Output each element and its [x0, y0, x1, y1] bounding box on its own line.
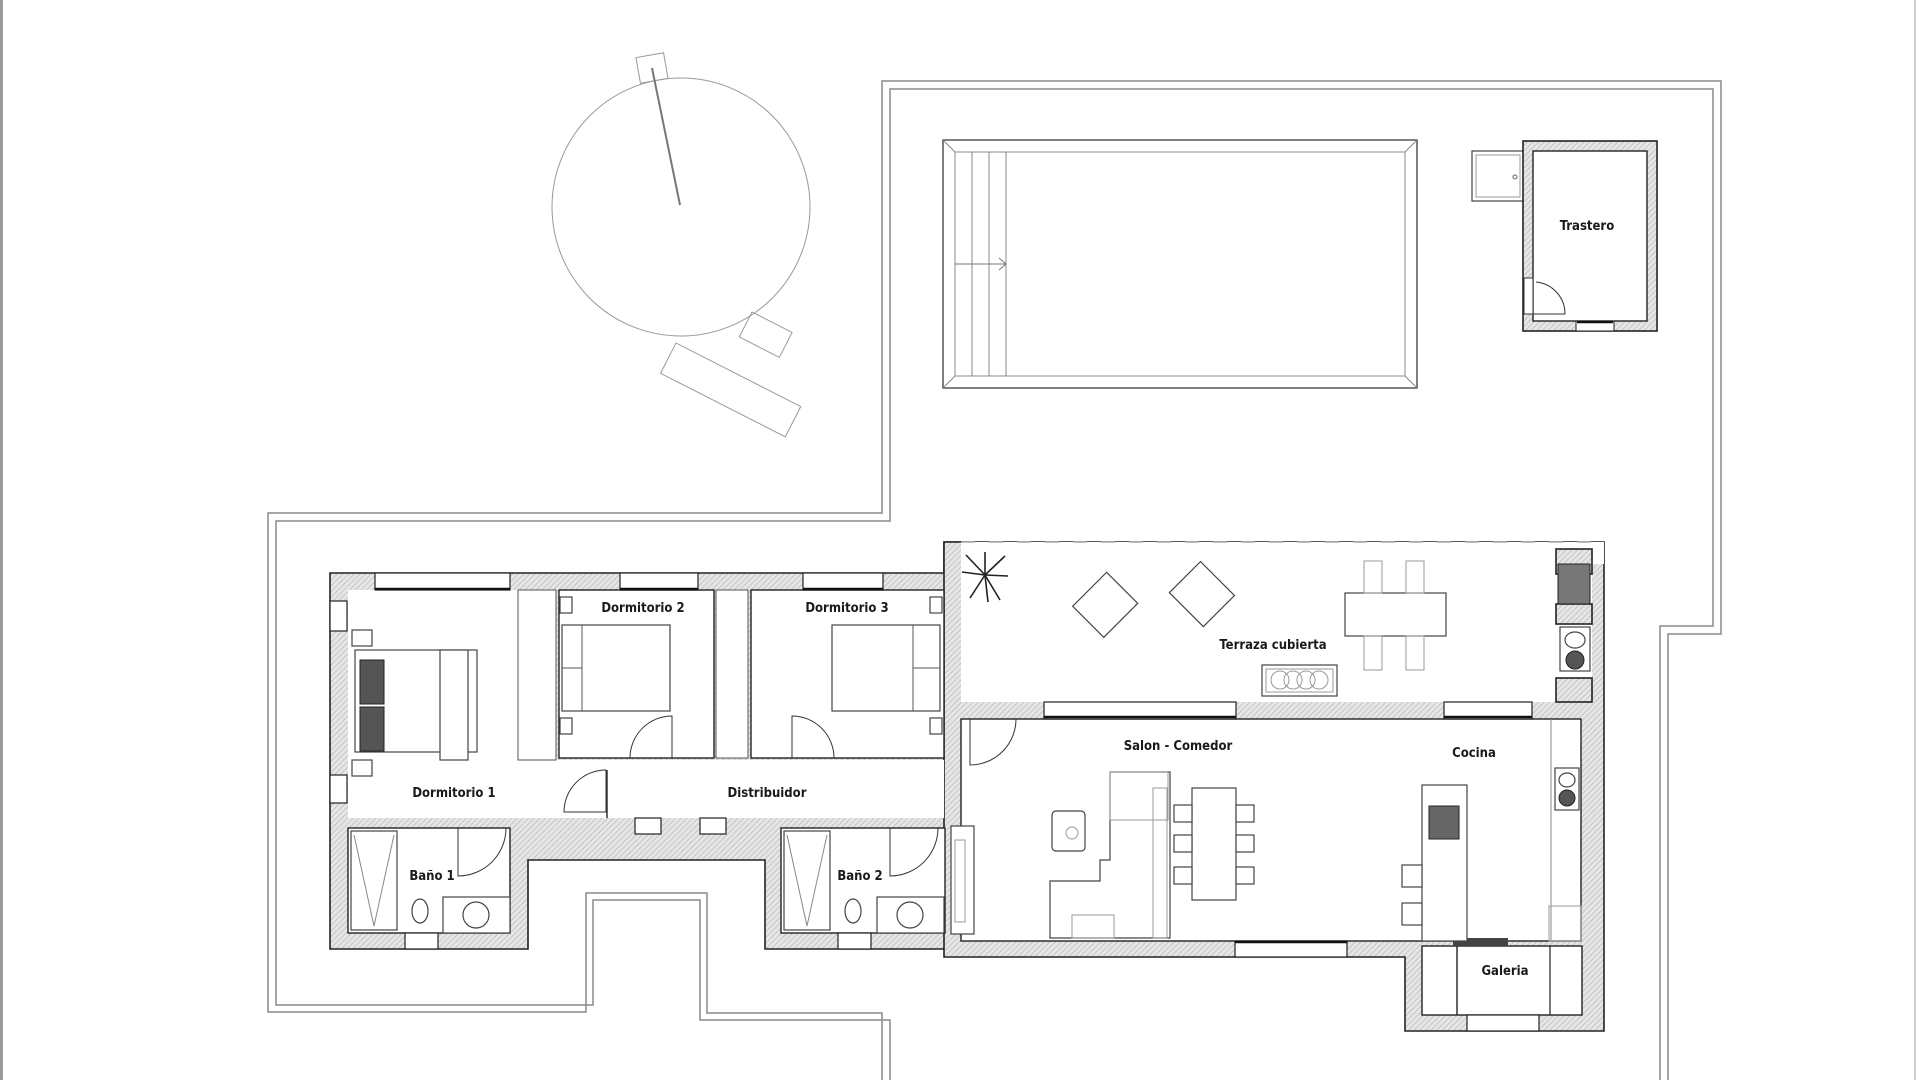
- toilet-icon: [411, 898, 429, 924]
- room-label-distribuidor: Distribuidor: [728, 786, 807, 801]
- room-label-bano-2: Baño 2: [837, 869, 882, 884]
- windows: [329, 572, 1540, 1032]
- room-label-dormitorio-3: Dormitorio 3: [805, 601, 888, 616]
- room-label-dormitorio-1: Dormitorio 1: [412, 786, 495, 801]
- shower-icon: [350, 830, 398, 931]
- double-bed-icon: [354, 649, 478, 761]
- trastero-shed: Trastero: [1471, 140, 1658, 332]
- room-label-salon: Salon - Comedor: [1124, 739, 1233, 754]
- nightstand-icon: [559, 596, 573, 614]
- sink-icon: [1559, 626, 1591, 672]
- armchair-icon: [1071, 571, 1139, 639]
- room-label-galeria: Galeria: [1481, 964, 1528, 979]
- room-label-terraza: Terraza cubierta: [1219, 638, 1326, 653]
- terrace-table-icon: [1344, 560, 1447, 671]
- sun-lounger-icon: [659, 342, 802, 438]
- sofa-icon: [1049, 771, 1171, 939]
- double-bed-icon: [831, 624, 941, 712]
- arrow-right-icon: [955, 257, 1007, 271]
- sun-lounger-icon: [738, 311, 793, 359]
- tv-unit-icon: [950, 825, 975, 935]
- coffee-table-icon: [1051, 810, 1086, 852]
- cooktop-icon: [1428, 805, 1460, 840]
- washbasin-icon: [876, 896, 945, 934]
- sink-icon: [1554, 767, 1580, 811]
- parasol-icon: [551, 52, 811, 337]
- kitchen-island-icon: [1401, 784, 1468, 942]
- nightstand-icon: [559, 717, 573, 735]
- nightstand-icon: [351, 759, 373, 777]
- fire-pit-icon: [1261, 664, 1338, 697]
- plot-boundary: [267, 80, 1722, 1080]
- swimming-pool: [942, 139, 1418, 389]
- room-label-cocina: Cocina: [1452, 746, 1496, 761]
- armchair-icon: [1168, 560, 1236, 628]
- nightstand-icon: [351, 629, 373, 647]
- doors: [457, 715, 1017, 877]
- room-label-dormitorio-2: Dormitorio 2: [601, 601, 684, 616]
- room-label-trastero: Trastero: [1560, 219, 1615, 234]
- bbq-grill-icon: [1557, 563, 1591, 605]
- dining-table-icon: [1173, 787, 1255, 901]
- double-bed-icon: [561, 624, 671, 712]
- nightstand-icon: [929, 717, 943, 735]
- shower-icon: [783, 830, 831, 931]
- plant-icon: [961, 552, 1009, 603]
- nightstand-icon: [929, 596, 943, 614]
- washbasin-icon: [442, 896, 511, 934]
- toilet-icon: [844, 898, 862, 924]
- room-label-bano-1: Baño 1: [409, 869, 454, 884]
